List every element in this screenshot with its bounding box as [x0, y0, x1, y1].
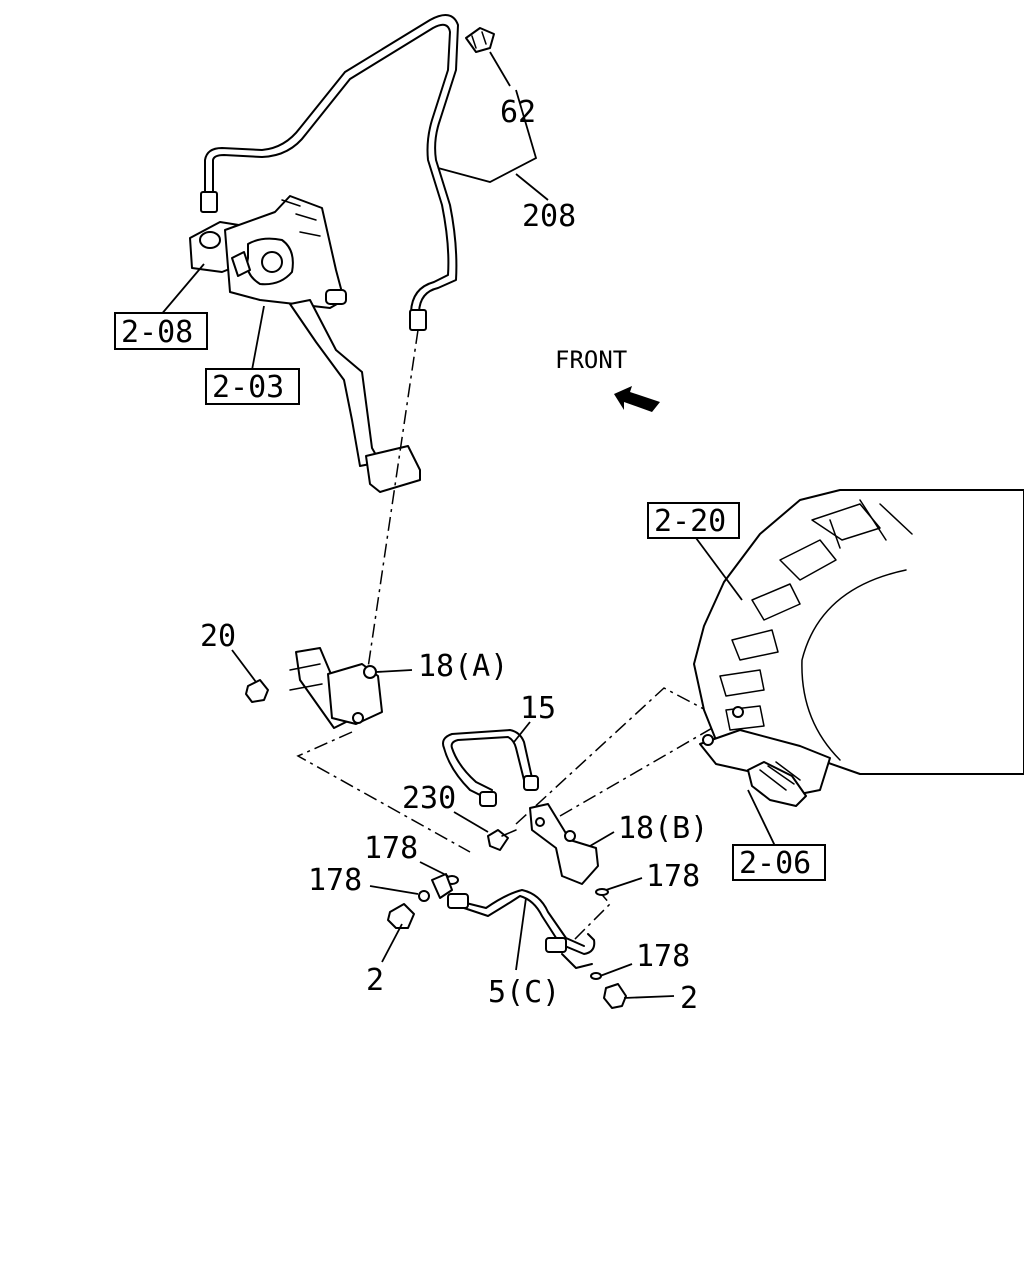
connection-line-178-right: [573, 889, 612, 941]
connection-line-transmission-1: [515, 687, 741, 825]
pipe-5c: [431, 873, 596, 969]
label-208: 208: [522, 199, 576, 234]
bracket-18b: [529, 803, 599, 885]
connection-line-pipe-to-18a: [367, 329, 419, 669]
connection-line-transmission-2: [559, 711, 741, 817]
ref-box-2-20: 2-20: [647, 502, 740, 539]
connection-line-18a-to-178: [296, 731, 471, 853]
ref-box-2-03: 2-03: [205, 368, 300, 405]
label-2-right: 2: [680, 981, 698, 1016]
label-178-d: 178: [636, 939, 690, 974]
transmission-housing: [693, 489, 1024, 775]
bolt-2-left: [387, 903, 415, 929]
svg-text:2-06: 2-06: [739, 846, 811, 881]
ref-box-2-08: 2-08: [114, 312, 208, 350]
bolt-230: [487, 829, 517, 851]
clutch-pipe-208: [200, 14, 459, 331]
bracket-18a: [289, 647, 383, 729]
svg-text:2-03: 2-03: [212, 370, 284, 405]
ref-box-2-06: 2-06: [732, 844, 826, 881]
nut-20: [245, 679, 269, 703]
label-18b: 18(B): [618, 811, 708, 846]
hose-15: [442, 729, 539, 807]
front-label: FRONT: [555, 346, 627, 374]
label-230: 230: [402, 781, 456, 816]
label-178-c: 178: [646, 859, 700, 894]
svg-text:2-20: 2-20: [654, 504, 726, 539]
label-62: 62: [500, 95, 536, 130]
label-2-left: 2: [366, 963, 384, 998]
label-5c: 5(C): [488, 975, 560, 1010]
label-178-b: 178: [308, 863, 362, 898]
svg-text:2-08: 2-08: [121, 315, 193, 350]
label-178-a: 178: [364, 831, 418, 866]
label-18a: 18(A): [418, 649, 508, 684]
pedal-bracket: [224, 195, 347, 309]
label-15: 15: [520, 691, 556, 726]
front-direction-arrow: [614, 386, 660, 412]
bolt-2-right: [603, 983, 627, 1009]
leader-lines: [159, 51, 777, 999]
clip-62: [465, 27, 495, 53]
slave-cylinder: [699, 706, 831, 807]
clutch-pedal: [289, 299, 421, 493]
washers-178: [418, 875, 609, 980]
label-20: 20: [200, 619, 236, 654]
